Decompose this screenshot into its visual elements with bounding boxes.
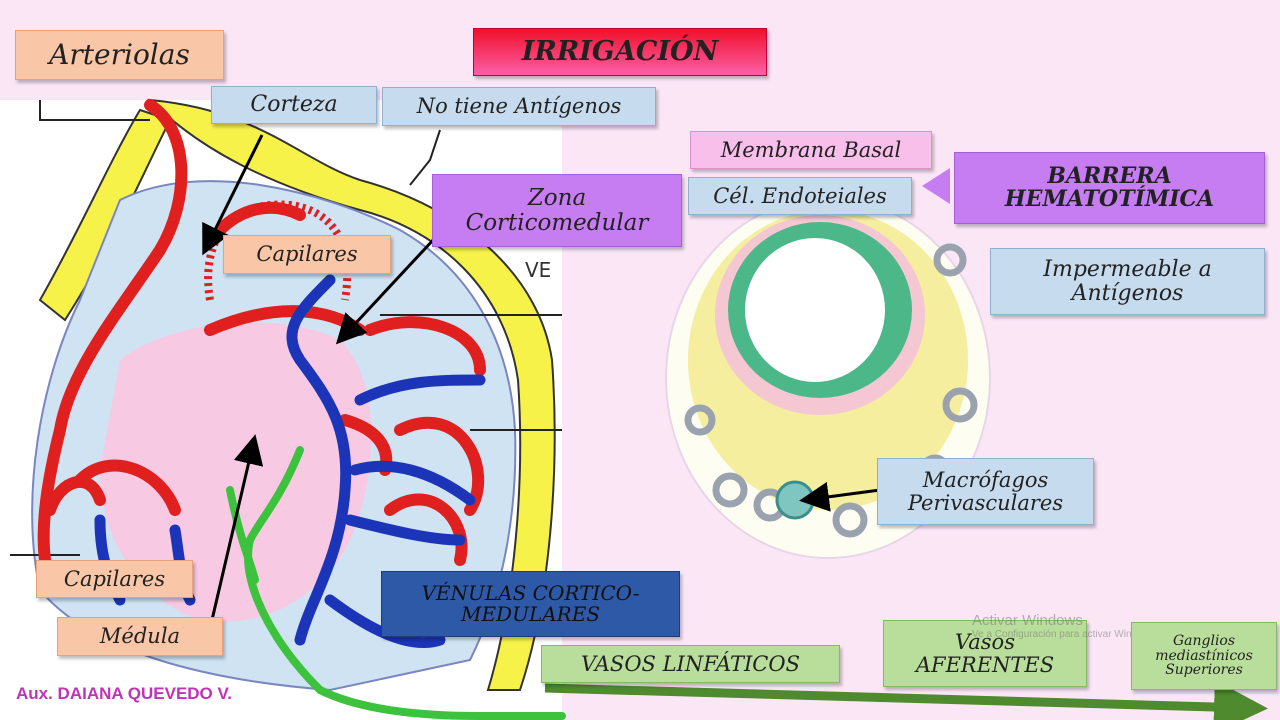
label-zona-corticomedular: Zona Corticomedular: [432, 174, 682, 247]
watermark-subtitle: Ve a Configuración para activar Windows.: [972, 629, 1132, 640]
label-vasos-linfaticos: VASOS LINFÁTICOS: [541, 645, 840, 683]
corteza-arrow: [202, 134, 264, 256]
activation-watermark: Activar Windows Ve a Configuración para …: [972, 612, 1132, 640]
medula-arrow: [210, 434, 264, 621]
label-corteza: Corteza: [211, 86, 377, 124]
label-capilares-bottom: Capilares: [36, 560, 193, 598]
medulla: [100, 322, 372, 622]
capillary-loop: [204, 200, 352, 301]
label-medula: Médula: [57, 617, 223, 656]
label-capilares-top: Capilares: [223, 235, 391, 274]
label-cel-endoteliales: Cél. Endoteiales: [688, 177, 912, 215]
label-membrana-basal: Membrana Basal: [690, 131, 932, 169]
lymphatic-vessel: [226, 446, 566, 720]
author-credit: Aux. DAIANA QUEVEDO V.: [16, 684, 233, 703]
corticomedular-arrow: [335, 236, 437, 345]
label-macrofagos-perivasculares: Macrófagos Perivasculares: [877, 458, 1094, 525]
lymph-flow-arrow: [544, 679, 1268, 720]
label-venulas-corticomedulares: VÉNULAS CORTICO-MEDULARES: [381, 571, 680, 637]
label-arteriolas: Arteriolas: [15, 30, 224, 80]
capsule: [147, 98, 556, 691]
watermark-title: Activar Windows: [972, 612, 1083, 629]
vessel-lumen: [745, 238, 885, 382]
label-impermeable-antigenos: Impermeable a Antígenos: [990, 248, 1265, 315]
page-title: IRRIGACIÓN: [473, 28, 767, 76]
label-no-tiene-antigenos: No tiene Antígenos: [382, 87, 656, 126]
septum: [38, 108, 172, 322]
label-vasos-aferentes: Vasos AFERENTES: [883, 620, 1087, 687]
macrofagos-arrow: [799, 481, 881, 512]
diagram-fragment-text: VE: [525, 258, 551, 282]
label-barrera-hematotimica: BARRERA HEMATOTÍMICA: [954, 152, 1265, 224]
label-ganglios-mediastinicos: Ganglios mediastínicos Superiores: [1131, 622, 1277, 690]
barrera-arrowhead: [922, 168, 950, 204]
